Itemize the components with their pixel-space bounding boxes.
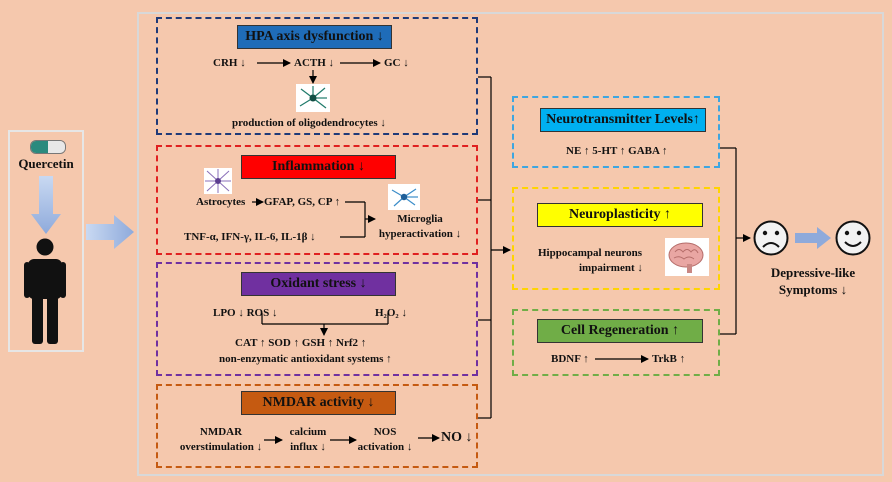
- nmdar-title: NMDAR activity ↓: [241, 391, 396, 415]
- microglia-icon: [388, 184, 420, 210]
- regeneration-box: [512, 309, 720, 376]
- outcome-line1: Depressive-like: [770, 265, 856, 280]
- non-enzymatic-label: non-enzymatic antioxidant systems ↑: [219, 353, 392, 365]
- overstimulation-label: overstimulation ↓: [179, 441, 263, 453]
- nmdar-box: [156, 384, 478, 468]
- inflammation-title: Inflammation ↓: [241, 155, 396, 179]
- acth-label: ACTH ↓: [294, 57, 335, 69]
- down-arrow-icon: [31, 176, 61, 234]
- impairment-label: impairment ↓: [579, 262, 643, 274]
- h2o2-label: H₂O₂ ↓: [375, 307, 407, 319]
- hyperactivation-label: hyperactivation ↓: [378, 228, 462, 240]
- brain-icon: [665, 238, 709, 276]
- neurotransmitter-values: NE ↑ 5-HT ↑ GABA ↑: [566, 145, 668, 157]
- lpo-ros-label: LPO ↓ ROS ↓: [213, 307, 278, 319]
- neuroplasticity-title: Neuroplasticity ↑: [537, 203, 703, 227]
- nmdar-label: NMDAR: [199, 426, 243, 438]
- microglia-label: Microglia: [397, 213, 443, 225]
- astrocytes-label: Astrocytes: [196, 196, 246, 208]
- oligodendrocyte-label: production of oligodendrocytes ↓: [232, 117, 386, 129]
- astrocyte-icon: [204, 168, 232, 194]
- transition-arrow-icon: [795, 227, 831, 249]
- inflammation-box: [156, 145, 478, 255]
- bdnf-label: BDNF ↑: [551, 353, 589, 365]
- person-icon: [24, 238, 66, 344]
- influx-label: influx ↓: [290, 441, 326, 453]
- nos-label: NOS: [373, 426, 397, 438]
- main-frame: [137, 12, 884, 476]
- cytokines-label: TNF-α, IFN-γ, IL-6, IL-1β ↓: [184, 231, 316, 243]
- gfap-label: GFAP, GS, CP ↑: [264, 196, 341, 208]
- quercetin-label: Quercetin: [18, 156, 74, 171]
- neurotransmitter-box: [512, 96, 720, 168]
- hpa-box: [156, 17, 478, 135]
- oxidant-box: [156, 262, 478, 376]
- neurotransmitter-title: Neurotransmitter Levels↑: [540, 108, 706, 132]
- sad-face-icon: [753, 220, 789, 256]
- capsule-icon: [30, 140, 66, 154]
- neuroplasticity-box: [512, 187, 720, 290]
- activation-label: activation ↓: [357, 441, 413, 453]
- oxidant-title: Oxidant stress ↓: [241, 272, 396, 296]
- crh-label: CRH ↓: [213, 57, 246, 69]
- happy-face-icon: [835, 220, 871, 256]
- gc-label: GC ↓: [384, 57, 409, 69]
- hpa-title: HPA axis dysfunction ↓: [237, 25, 392, 49]
- right-arrow-icon: [86, 215, 134, 249]
- trkb-label: TrkB ↑: [652, 353, 686, 365]
- no-label: NO ↓: [441, 430, 473, 445]
- oligodendrocyte-icon: [296, 84, 330, 112]
- hippocampal-label: Hippocampal neurons: [538, 247, 643, 259]
- regeneration-title: Cell Regeneration ↑: [537, 319, 703, 343]
- quercetin-panel: [8, 130, 84, 352]
- outcome-line2: Symptoms ↓: [778, 282, 848, 297]
- calcium-label: calcium: [289, 426, 327, 438]
- antioxidant-enzymes-label: CAT ↑ SOD ↑ GSH ↑ Nrf2 ↑: [235, 337, 367, 349]
